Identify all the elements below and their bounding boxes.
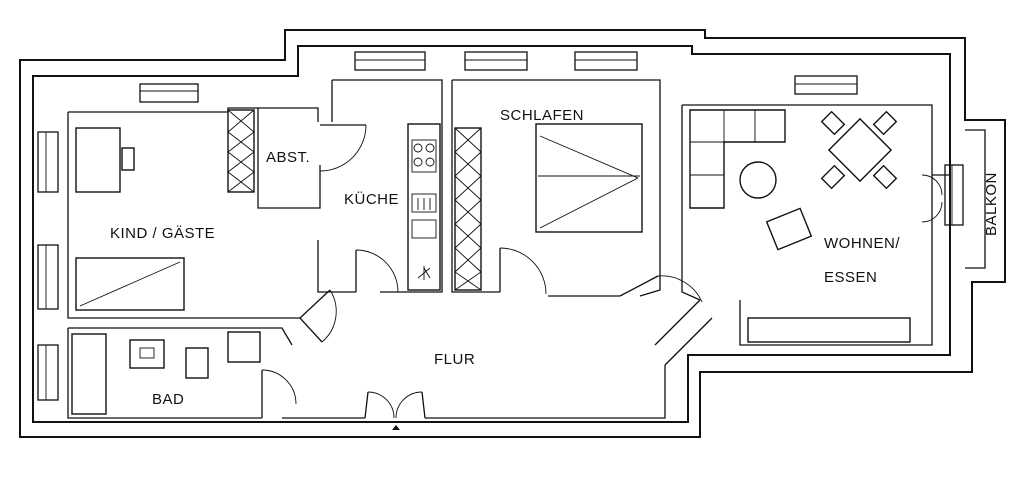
window-left-2 (37, 244, 59, 310)
window-wohnen-top (794, 75, 858, 95)
washbasin-bowl (139, 347, 155, 359)
interior-walls (67, 79, 933, 419)
label-wohnen: WOHNEN/ (824, 235, 900, 252)
label-essen: ESSEN (824, 269, 877, 286)
chimney-2 (454, 127, 482, 291)
balcony (965, 129, 986, 269)
kitchen-counter (407, 123, 441, 291)
window-kind-top (139, 83, 199, 103)
round-table (739, 161, 777, 199)
door-kind (299, 289, 337, 343)
sofa (689, 109, 786, 209)
bathtub (71, 333, 107, 415)
window-left-bad (37, 344, 59, 401)
doors (261, 124, 950, 430)
chimney-1 (227, 109, 255, 193)
label-flur: FLUR (434, 351, 475, 368)
toilet (185, 347, 209, 379)
dining-set (820, 110, 898, 190)
washing-machine (227, 331, 261, 363)
door-kueche (355, 249, 399, 293)
door-schlafen (499, 247, 547, 295)
window-schlafen-top-2 (574, 51, 638, 71)
window-left-1 (37, 131, 59, 193)
window-kueche-top (354, 51, 426, 71)
door-abst (319, 124, 367, 172)
label-balkon: BALKON (983, 172, 1000, 236)
label-bad: BAD (152, 391, 184, 408)
bed-single (75, 257, 185, 311)
door-entry (364, 391, 426, 430)
label-kind-gaeste: KIND / GÄSTE (110, 225, 215, 242)
bed-double (535, 123, 643, 233)
armchair (765, 207, 813, 251)
chair (121, 147, 135, 171)
label-kueche: KÜCHE (344, 190, 399, 208)
label-schlafen: SCHLAFEN (500, 107, 584, 124)
door-balkon (921, 174, 950, 223)
furniture (71, 109, 911, 415)
windows (37, 51, 964, 401)
door-bad (261, 369, 297, 405)
window-schlafen-top-1 (464, 51, 528, 71)
door-wohnen (619, 275, 703, 303)
sideboard (747, 317, 911, 343)
room-labels: KIND / GÄSTE ABST. KÜCHE SCHLAFEN WOHNEN… (110, 107, 1000, 408)
desk (75, 127, 121, 193)
outer-wall (19, 29, 1006, 438)
washbasin (129, 339, 165, 369)
window-wohnen-right (944, 164, 964, 226)
label-abst: ABST. (266, 149, 310, 166)
